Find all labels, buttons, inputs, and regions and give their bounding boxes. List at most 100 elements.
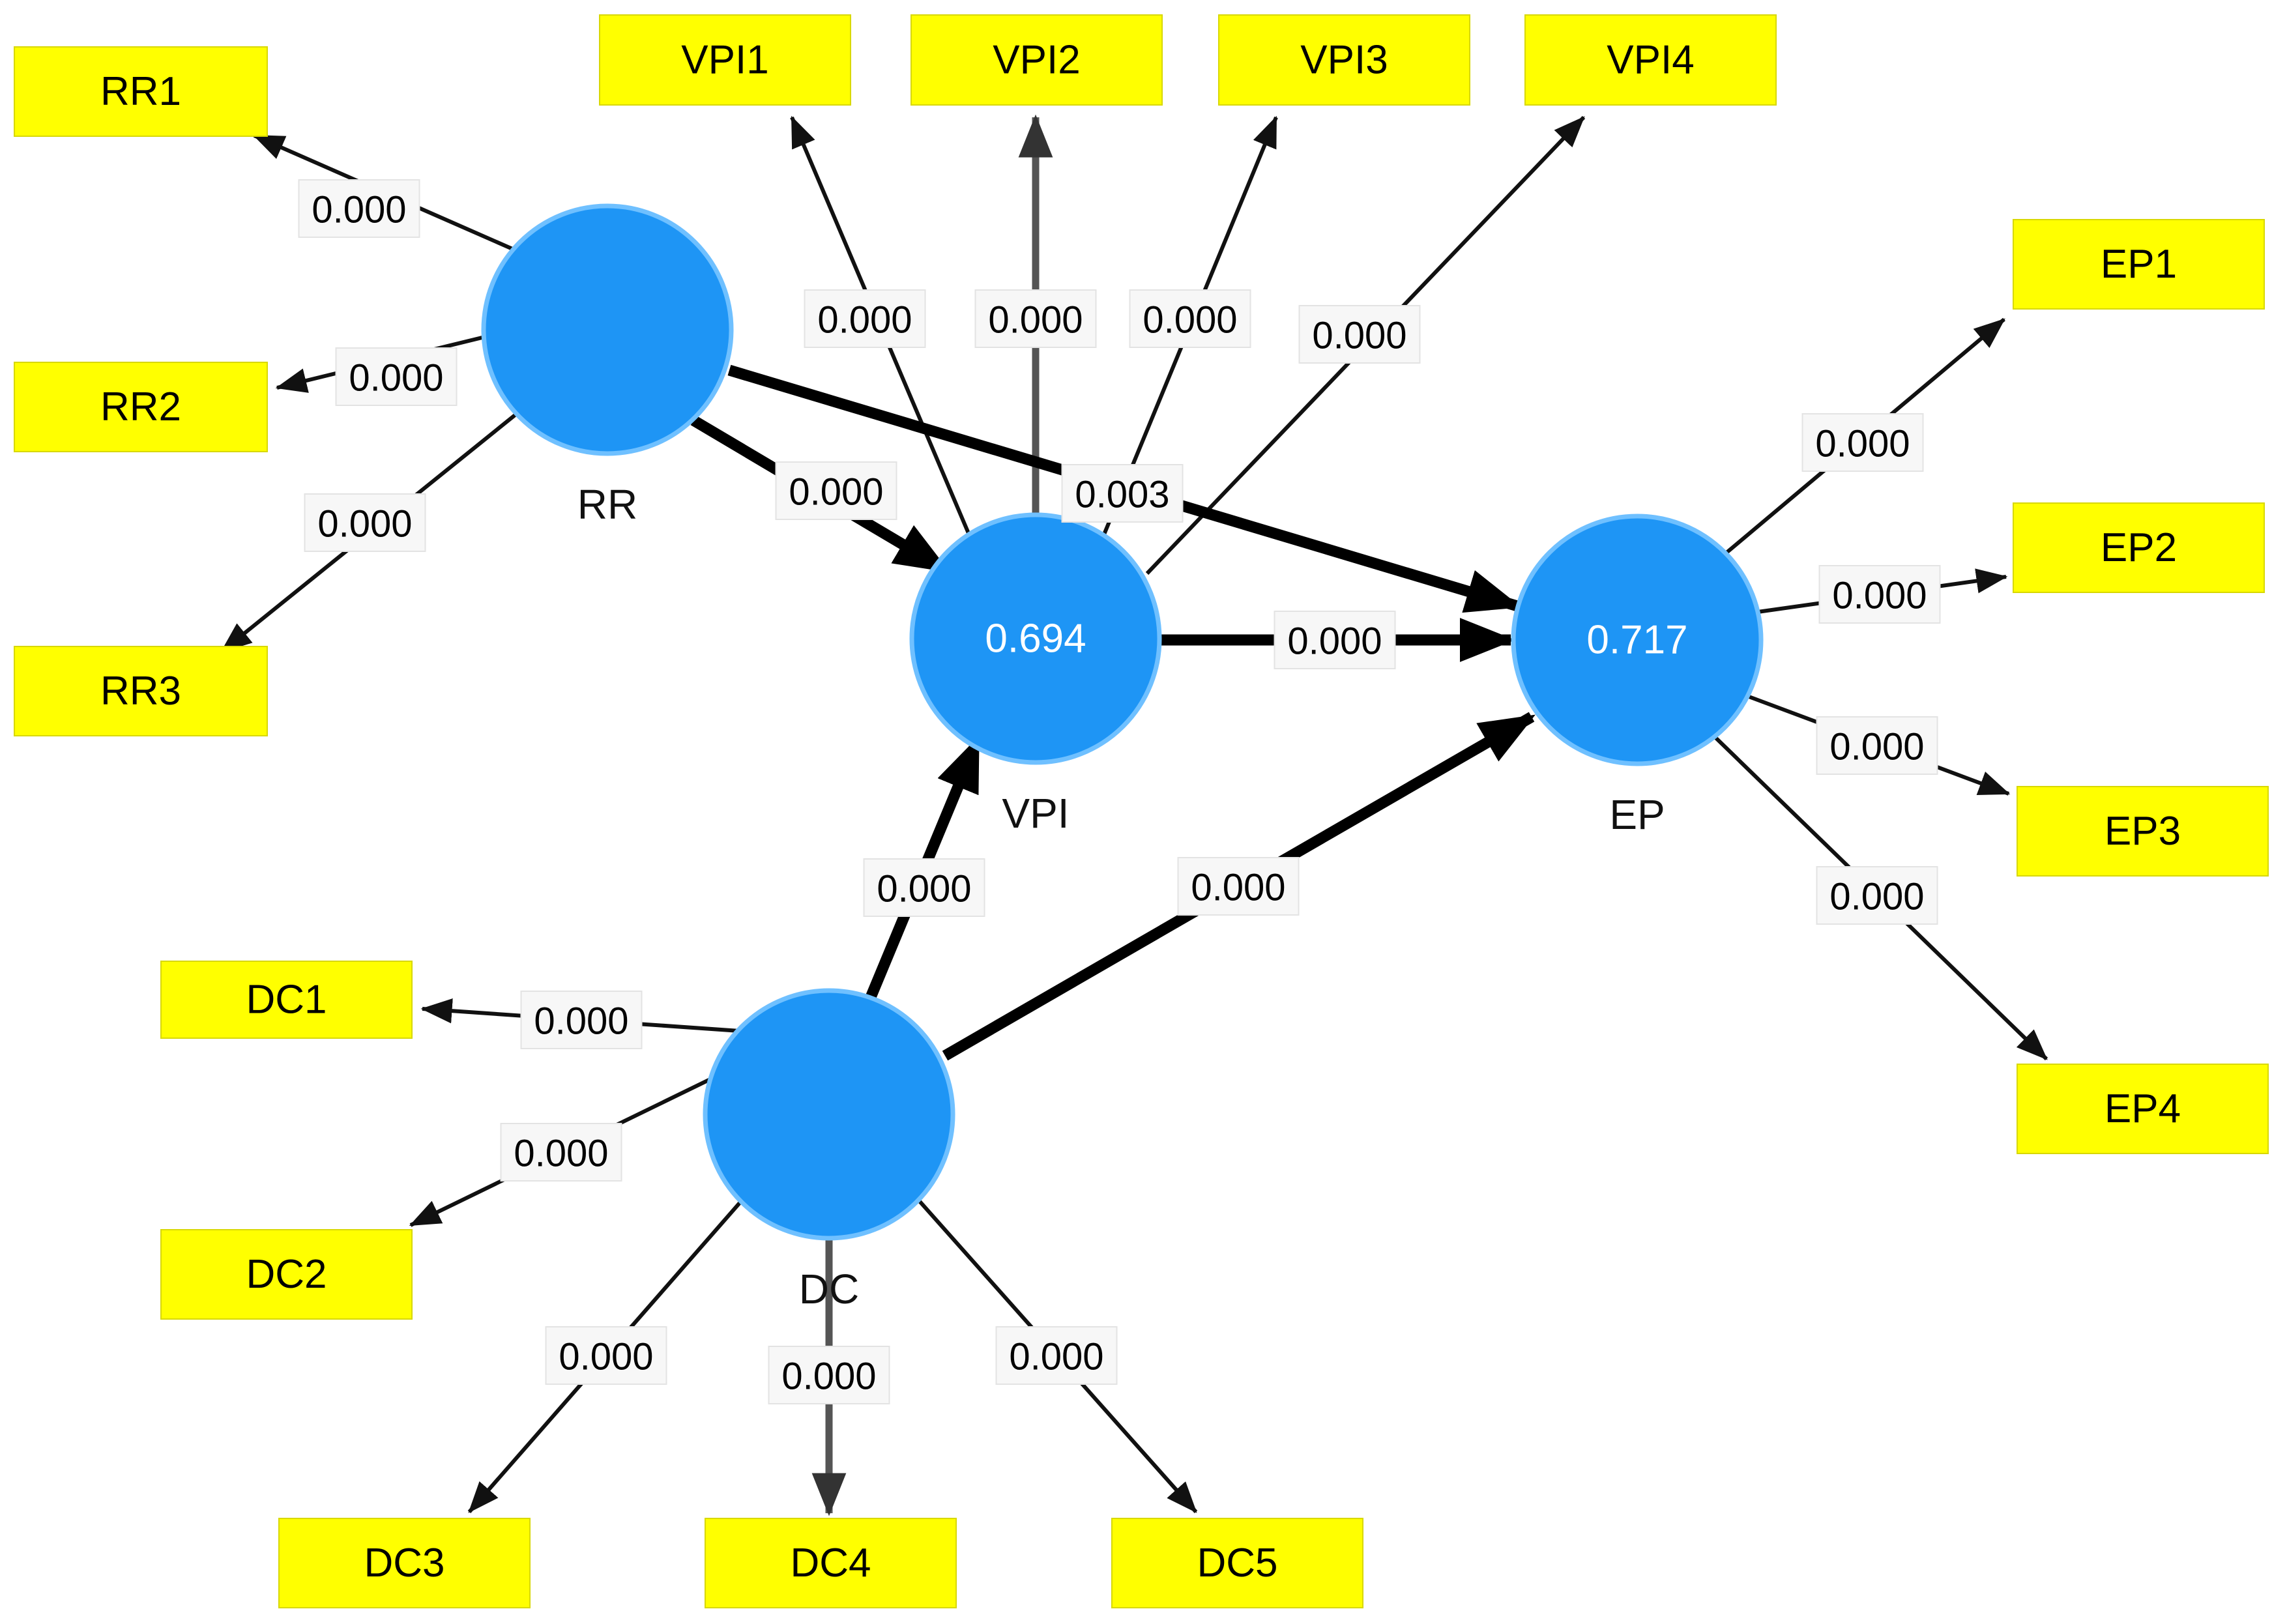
indicator-box-dc5[interactable] — [1111, 1518, 1363, 1608]
latent-r2-ep: 0.717 — [1586, 618, 1687, 663]
path-label-VPI-VPI2[interactable]: 0.000 — [974, 289, 1097, 348]
path-label-value-RR-VPI: 0.000 — [789, 471, 883, 514]
path-label-box-DC-DC3[interactable] — [545, 1326, 667, 1385]
path-label-DC-DC1[interactable]: 0.000 — [520, 991, 643, 1049]
path-label-RR-EP[interactable]: 0.003 — [1061, 464, 1184, 523]
path-label-box-VPI-VPI4[interactable] — [1298, 305, 1421, 364]
indicator-box-ep2[interactable] — [2013, 502, 2265, 593]
latent-circle-rr[interactable] — [481, 203, 734, 456]
latent-dc[interactable]: DC — [703, 988, 955, 1312]
path-label-box-EP-EP1[interactable] — [1801, 413, 1924, 472]
latent-circle-ep[interactable] — [1511, 514, 1764, 766]
path-label-EP-EP2[interactable]: 0.000 — [1818, 565, 1941, 624]
path-label-box-DC-DC1[interactable] — [520, 991, 643, 1049]
indicator-ep3[interactable]: EP3 — [2017, 786, 2269, 877]
path-label-RR-RR3[interactable]: 0.000 — [304, 493, 426, 552]
indicator-rr1[interactable]: RR1 — [14, 46, 268, 137]
path-label-EP-EP1[interactable]: 0.000 — [1801, 413, 1924, 472]
indicator-box-rr2[interactable] — [14, 362, 268, 452]
path-label-box-RR-VPI[interactable] — [775, 461, 897, 520]
path-label-value-VPI-EP: 0.000 — [1287, 620, 1382, 663]
indicator-vpi4[interactable]: VPI4 — [1524, 14, 1777, 106]
latent-name-rr: RR — [577, 481, 637, 528]
indicator-box-rr1[interactable] — [14, 46, 268, 137]
indicator-label-ep4: EP4 — [2105, 1086, 2181, 1131]
indicator-vpi3[interactable]: VPI3 — [1218, 14, 1470, 106]
path-label-value-DC-DC2: 0.000 — [514, 1133, 608, 1175]
path-label-box-EP-EP3[interactable] — [1816, 716, 1938, 775]
path-label-box-EP-EP4[interactable] — [1816, 866, 1938, 925]
path-label-value-DC-DC4: 0.000 — [781, 1356, 876, 1398]
latent-circle-dc[interactable] — [703, 988, 955, 1241]
path-label-box-VPI-EP[interactable] — [1274, 611, 1396, 669]
indicator-box-dc4[interactable] — [705, 1518, 957, 1608]
path-label-DC-EP[interactable]: 0.000 — [1177, 857, 1300, 916]
latent-name-vpi: VPI — [1002, 790, 1069, 837]
indicator-dc3[interactable]: DC3 — [278, 1518, 531, 1608]
indicator-ep1[interactable]: EP1 — [2013, 219, 2265, 310]
latent-rr[interactable]: RR — [481, 203, 734, 528]
path-label-DC-DC2[interactable]: 0.000 — [500, 1123, 622, 1182]
latent-name-dc: DC — [799, 1266, 859, 1312]
indicator-box-rr3[interactable] — [14, 646, 268, 736]
path-label-box-RR-RR1[interactable] — [298, 179, 420, 238]
indicator-label-vpi3: VPI3 — [1300, 38, 1388, 83]
indicator-box-dc1[interactable] — [160, 961, 413, 1039]
path-label-RR-RR1[interactable]: 0.000 — [298, 179, 420, 238]
indicator-label-rr1: RR1 — [100, 69, 181, 114]
path-label-box-DC-EP[interactable] — [1177, 857, 1300, 916]
indicator-box-vpi1[interactable] — [599, 14, 851, 106]
indicator-dc5[interactable]: DC5 — [1111, 1518, 1363, 1608]
indicator-box-ep4[interactable] — [2017, 1064, 2269, 1154]
indicator-box-ep1[interactable] — [2013, 219, 2265, 310]
path-label-box-VPI-VPI3[interactable] — [1129, 289, 1251, 348]
path-label-EP-EP4[interactable]: 0.000 — [1816, 866, 1938, 925]
path-label-VPI-VPI4[interactable]: 0.000 — [1298, 305, 1421, 364]
path-label-VPI-VPI3[interactable]: 0.000 — [1129, 289, 1251, 348]
latent-circle-vpi[interactable] — [909, 512, 1162, 765]
path-label-value-DC-DC3: 0.000 — [559, 1336, 653, 1378]
indicator-box-vpi3[interactable] — [1218, 14, 1470, 106]
indicator-vpi1[interactable]: VPI1 — [599, 14, 851, 106]
path-label-box-EP-EP2[interactable] — [1818, 565, 1941, 624]
indicator-box-dc2[interactable] — [160, 1229, 413, 1320]
path-label-box-DC-DC5[interactable] — [995, 1326, 1118, 1385]
indicator-box-ep3[interactable] — [2017, 786, 2269, 877]
path-label-VPI-EP[interactable]: 0.000 — [1274, 611, 1396, 669]
path-label-RR-RR2[interactable]: 0.000 — [335, 347, 458, 406]
indicator-box-dc3[interactable] — [278, 1518, 531, 1608]
path-label-EP-EP3[interactable]: 0.000 — [1816, 716, 1938, 775]
path-label-box-DC-DC2[interactable] — [500, 1123, 622, 1182]
path-label-RR-VPI[interactable]: 0.000 — [775, 461, 897, 520]
path-label-DC-VPI[interactable]: 0.000 — [863, 858, 985, 917]
path-label-box-RR-RR2[interactable] — [335, 347, 458, 406]
path-label-value-VPI-VPI2: 0.000 — [988, 299, 1083, 341]
indicator-rr2[interactable]: RR2 — [14, 362, 268, 452]
path-label-box-DC-VPI[interactable] — [863, 858, 985, 917]
indicator-dc4[interactable]: DC4 — [705, 1518, 957, 1608]
path-label-box-RR-EP[interactable] — [1061, 464, 1184, 523]
indicator-label-rr3: RR3 — [100, 669, 181, 714]
path-label-DC-DC3[interactable]: 0.000 — [545, 1326, 667, 1385]
indicator-vpi2[interactable]: VPI2 — [910, 14, 1163, 106]
indicator-ep2[interactable]: EP2 — [2013, 502, 2265, 593]
indicator-label-ep1: EP1 — [2101, 242, 2177, 287]
indicator-dc2[interactable]: DC2 — [160, 1229, 413, 1320]
indicator-dc1[interactable]: DC1 — [160, 961, 413, 1039]
path-label-DC-DC5[interactable]: 0.000 — [995, 1326, 1118, 1385]
indicator-label-vpi2: VPI2 — [993, 38, 1080, 83]
path-label-DC-DC4[interactable]: 0.000 — [768, 1346, 890, 1404]
path-label-box-DC-DC4[interactable] — [768, 1346, 890, 1404]
path-label-box-RR-RR3[interactable] — [304, 493, 426, 552]
indicator-ep4[interactable]: EP4 — [2017, 1064, 2269, 1154]
path-label-box-VPI-VPI1[interactable] — [804, 289, 926, 348]
indicator-label-vpi4: VPI4 — [1607, 38, 1694, 83]
path-label-VPI-VPI1[interactable]: 0.000 — [804, 289, 926, 348]
indicator-box-vpi4[interactable] — [1524, 14, 1777, 106]
indicator-box-vpi2[interactable] — [910, 14, 1163, 106]
indicator-rr3[interactable]: RR3 — [14, 646, 268, 736]
path-label-box-VPI-VPI2[interactable] — [974, 289, 1097, 348]
